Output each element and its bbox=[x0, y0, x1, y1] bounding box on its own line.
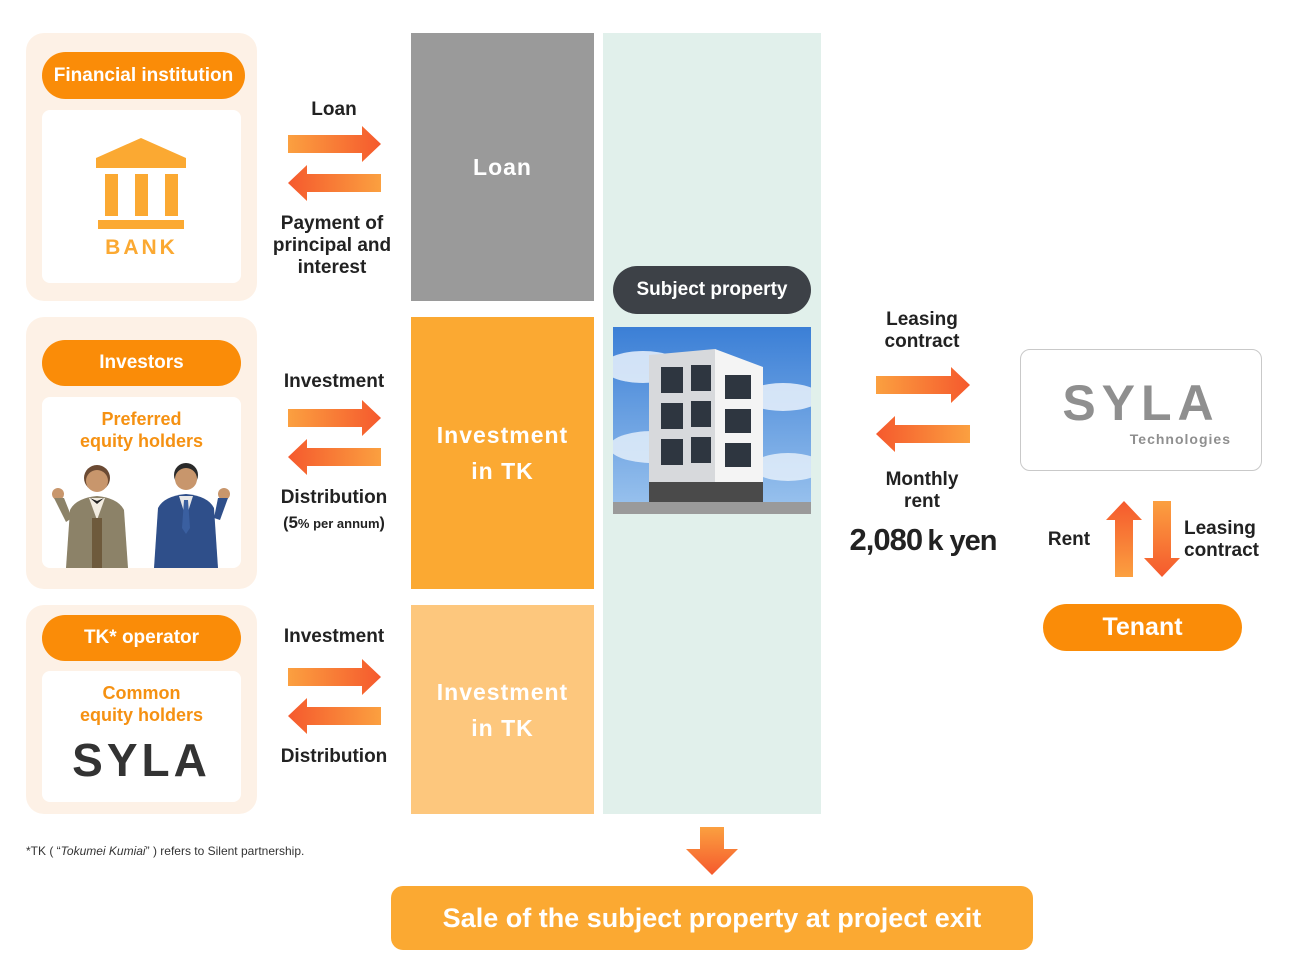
monthly-rent-unit: k yen bbox=[927, 525, 997, 557]
tenant-leasing-line1: Leasing bbox=[1184, 518, 1256, 539]
down-arrow-icon bbox=[1144, 501, 1180, 577]
payment-label-line1: Payment of bbox=[280, 213, 384, 234]
tk-operator-title: TK* operator bbox=[83, 627, 200, 648]
subject-property-label: Subject property bbox=[636, 279, 788, 300]
tenant-pill: Tenant bbox=[1043, 604, 1242, 651]
common-equity-card: Common equity holders SYLA bbox=[42, 671, 241, 802]
tk-operator-pill: TK* operator bbox=[42, 615, 241, 661]
footnote-suffix: ” ) refers to Silent partnership. bbox=[145, 844, 305, 858]
payment-label-line3: interest bbox=[297, 257, 367, 278]
footnote: *TK ( “Tokumei Kumiai” ) refers to Silen… bbox=[26, 844, 304, 858]
subject-property-pill: Subject property bbox=[613, 266, 811, 314]
right-arrow-icon bbox=[288, 126, 381, 162]
footnote-prefix: *TK ( “ bbox=[26, 844, 61, 858]
distribution-arrow-label: Distribution bbox=[280, 746, 388, 767]
investment-arrow-label: Investment bbox=[283, 626, 385, 647]
monthly-rent-line1: Monthly bbox=[885, 469, 959, 490]
financial-institution-pill: Financial institution bbox=[42, 52, 245, 99]
right-arrow-icon bbox=[288, 659, 381, 695]
rent-label: Rent bbox=[1047, 529, 1091, 550]
left-arrow-icon bbox=[288, 165, 381, 201]
exit-banner: Sale of the subject property at project … bbox=[391, 886, 1033, 950]
distribution-arrow-label: Distribution bbox=[280, 487, 388, 508]
tenant-leasing-line2: contract bbox=[1184, 540, 1259, 561]
investors-title: Investors bbox=[99, 352, 184, 373]
left-arrow-icon bbox=[288, 698, 381, 734]
preferred-equity-line1: Preferred bbox=[101, 409, 182, 429]
investment-block-line1: Investment bbox=[436, 422, 569, 448]
bank-icon bbox=[96, 138, 186, 229]
syla-logo: SYLA bbox=[72, 734, 211, 786]
distribution-rate-unit: % per annum bbox=[297, 516, 380, 531]
common-equity-line2: equity holders bbox=[79, 705, 204, 725]
leasing-label-line1: Leasing bbox=[886, 309, 958, 330]
investors-photo bbox=[52, 463, 230, 568]
left-arrow-icon bbox=[288, 439, 381, 475]
investment-common-block: Investment in TK bbox=[411, 605, 594, 814]
financial-institution-title: Financial institution bbox=[53, 64, 234, 86]
investors-pill: Investors bbox=[42, 340, 241, 386]
investment-preferred-block: Investment in TK bbox=[411, 317, 594, 589]
loan-block: Loan bbox=[411, 33, 594, 301]
monthly-rent-number: 2,080 bbox=[849, 522, 923, 557]
loan-arrow-label: Loan bbox=[311, 99, 357, 120]
right-arrow-icon bbox=[876, 367, 970, 403]
syla-technologies-card: SYLA Technologies bbox=[1020, 349, 1262, 471]
investment-block-line2: in TK bbox=[471, 714, 534, 741]
preferred-equity-card: Preferred equity holders bbox=[42, 397, 241, 568]
footnote-term: Tokumei Kumiai bbox=[60, 844, 146, 858]
preferred-equity-line2: equity holders bbox=[79, 431, 204, 451]
syla-technologies-logo: SYLA bbox=[1062, 375, 1220, 431]
exit-label: Sale of the subject property at project … bbox=[442, 902, 982, 933]
leasing-label-line2: contract bbox=[884, 331, 960, 352]
down-arrow-icon bbox=[686, 827, 738, 875]
subject-property-photo bbox=[613, 327, 811, 514]
common-equity-line1: Common bbox=[102, 683, 181, 703]
right-arrow-icon bbox=[288, 400, 381, 436]
loan-block-label: Loan bbox=[473, 154, 532, 180]
investment-arrow-label: Investment bbox=[283, 371, 385, 392]
syla-technologies-sub: Technologies bbox=[1129, 431, 1231, 447]
investment-block-line1: Investment bbox=[436, 678, 569, 705]
bank-card: BANK bbox=[42, 110, 241, 283]
distribution-rate-pct: 5 bbox=[288, 513, 298, 532]
bank-text: BANK bbox=[105, 236, 178, 259]
monthly-rent-amount: 2,080 k yen bbox=[838, 522, 1008, 563]
payment-label-line2: principal and bbox=[272, 235, 392, 256]
investment-block-line2: in TK bbox=[471, 458, 534, 484]
distribution-rate: (5% per annum) bbox=[283, 513, 385, 532]
monthly-rent-line2: rent bbox=[904, 491, 940, 512]
left-arrow-icon bbox=[876, 416, 970, 452]
up-arrow-icon bbox=[1106, 501, 1142, 577]
tenant-title: Tenant bbox=[1102, 613, 1183, 641]
